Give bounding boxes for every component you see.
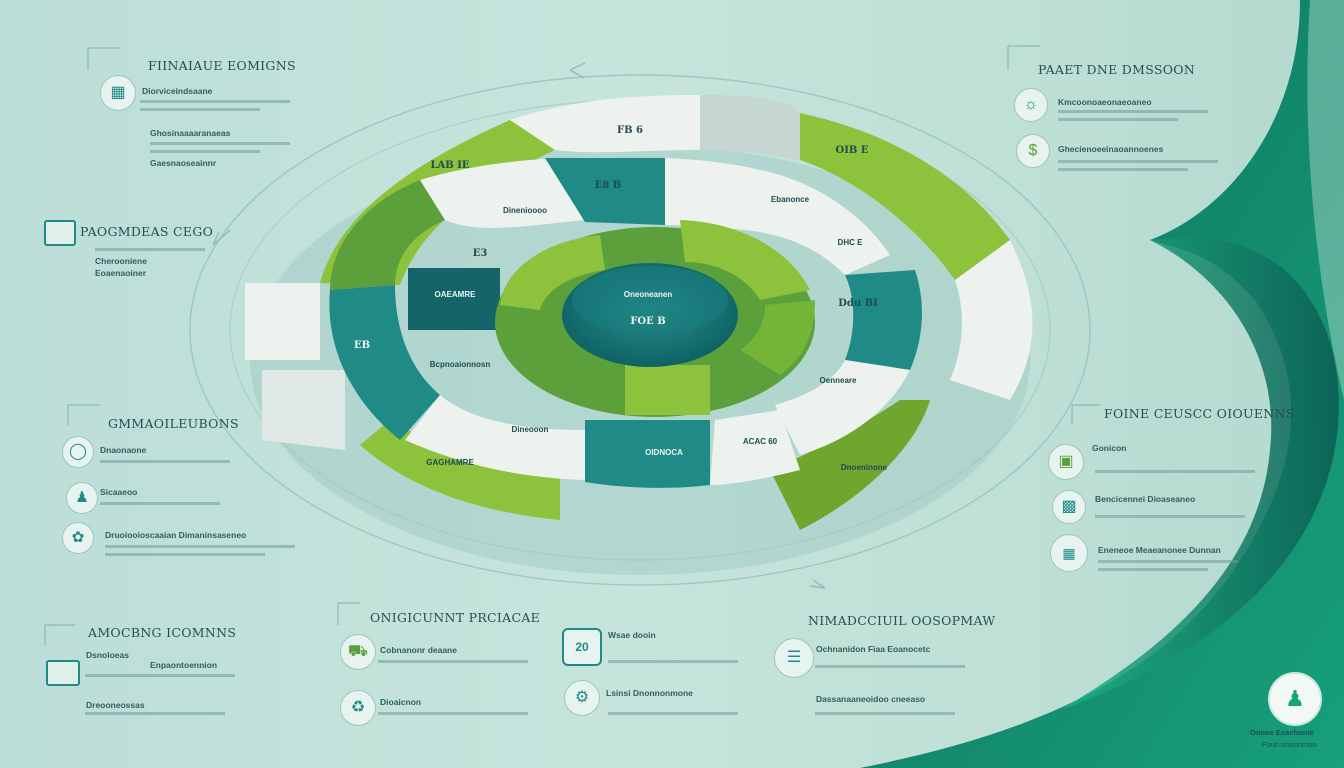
inner-ring (495, 220, 815, 417)
center-title: Oneoneanen (623, 290, 673, 299)
section-item: Druoiooioscaaian Dimaninsaseneo (105, 530, 247, 540)
section-item: Diorviceindsaane (142, 86, 213, 96)
section-item: Bencicennei Dioaseaneo (1095, 494, 1196, 504)
middle-segment-label: ACAC 60 (742, 437, 778, 446)
clock-icon: ◯ (62, 436, 94, 468)
section-title-top-left: FIINAIAUE EOMIGNS (148, 58, 296, 73)
outer-segment-label: GAGHAMRE (426, 458, 474, 467)
section-title-right-lower: FOINE CEUSCC OIOUENNS (1104, 406, 1295, 421)
footer-caption: Oonoe Ecacfoone (1250, 728, 1314, 737)
outer-segment-label: Ebanonce (770, 195, 810, 204)
list-icon: ☰ (774, 638, 814, 678)
middle-segment-label: Dineooon (511, 425, 549, 434)
section-item: Dassanaaneoidoo cneeaso (816, 694, 926, 704)
section-item: Cherooniene (95, 256, 147, 266)
middle-segment-label: E3 (472, 248, 488, 259)
gear-icon: ⚙ (564, 680, 600, 716)
recycle-icon: ♻ (340, 690, 376, 726)
inner-segment-label: Dnoeninone (840, 463, 888, 472)
section-item: Eoaenaoiner (95, 268, 147, 278)
section-title-top-right: PAAET DNE DMSSOON (1038, 62, 1196, 77)
section-item: Gaesnaoseainnr (150, 158, 217, 168)
section-title-left-lower: GMMAOILEUBONS (108, 416, 239, 431)
building-icon: ▦ (1050, 534, 1088, 572)
middle-segment-label: E8 B (594, 180, 622, 191)
section-title-mid-left: PAOGMDEAS CEGO (80, 224, 214, 239)
outer-segment-label: FB 6 (617, 125, 643, 136)
middle-segment-label: Dinenioooo (503, 206, 547, 215)
section-item: Dsnoloeas (86, 650, 129, 660)
middle-ring (329, 158, 922, 488)
person-icon: ♟ (66, 482, 98, 514)
middle-segment-label: Bcpnoaionnosn (429, 360, 491, 369)
section-item: Ghosinaaaaranaeas (150, 128, 231, 138)
section-item: Dreooneossas (86, 700, 145, 710)
section-item: Wsae dooin (608, 630, 656, 640)
section-item: Ochnanidon Fiaa Eoanocetc (816, 644, 931, 654)
money-icon: $ (1016, 134, 1050, 168)
footer-subcaption: Foun onounmoo (1262, 740, 1317, 749)
section-item: Gonicon (1092, 443, 1127, 453)
middle-segment-label: Ddu BI (838, 298, 878, 309)
section-item: Ghecienoeeinaoannoenes (1058, 144, 1164, 154)
inner-segment-label: OIDNOCA (645, 448, 683, 457)
middle-segment-label: OAEAMRE (434, 290, 476, 299)
seal-logo-icon: ♟ (1268, 672, 1322, 726)
section-title-bottom-right: NIMADCCIUIL OOSOPMAW (808, 613, 996, 628)
document-icon (44, 220, 76, 246)
section-item: Dioaicnon (380, 697, 422, 707)
leaf-icon: ✿ (62, 522, 94, 554)
middle-segment-label: EB (353, 340, 371, 351)
section-item: Sicaaeoo (100, 487, 138, 497)
outer-segment-label: OIB E (835, 145, 869, 156)
section-item: Eneneoe Meaeanonee Dunnan (1098, 545, 1221, 555)
center-subtitle: FOE B (630, 316, 666, 327)
bag-icon: ▩ (1052, 490, 1086, 524)
truck-icon: ⛟ (340, 634, 376, 670)
globe-icon: ☼ (1014, 88, 1048, 122)
section-item: Dnaonaone (100, 445, 147, 455)
section-title-bottom-left: AMOCBNG ICOMNNS (88, 625, 237, 640)
calendar-icon: 20 (562, 628, 602, 666)
wallet-icon: ▣ (1048, 444, 1084, 480)
middle-segment-label: DHC E (837, 238, 863, 247)
section-title-bottom-center: ONIGICUNNT PRCIACAE (370, 610, 541, 625)
monitor-icon (46, 660, 80, 686)
center-disc (562, 263, 738, 367)
middle-segment-label: Oenneare (819, 376, 857, 385)
section-item: Kmcoonoaeonaeoaneo (1058, 97, 1152, 107)
section-item: Cobnanonr deaane (380, 645, 457, 655)
section-item: Enpaontoennion (150, 660, 218, 670)
section-item: Lsinsi Dnonnonmone (606, 688, 693, 698)
chart-icon: ▦ (100, 75, 136, 111)
outer-segment-label: LAB IE (430, 160, 470, 171)
